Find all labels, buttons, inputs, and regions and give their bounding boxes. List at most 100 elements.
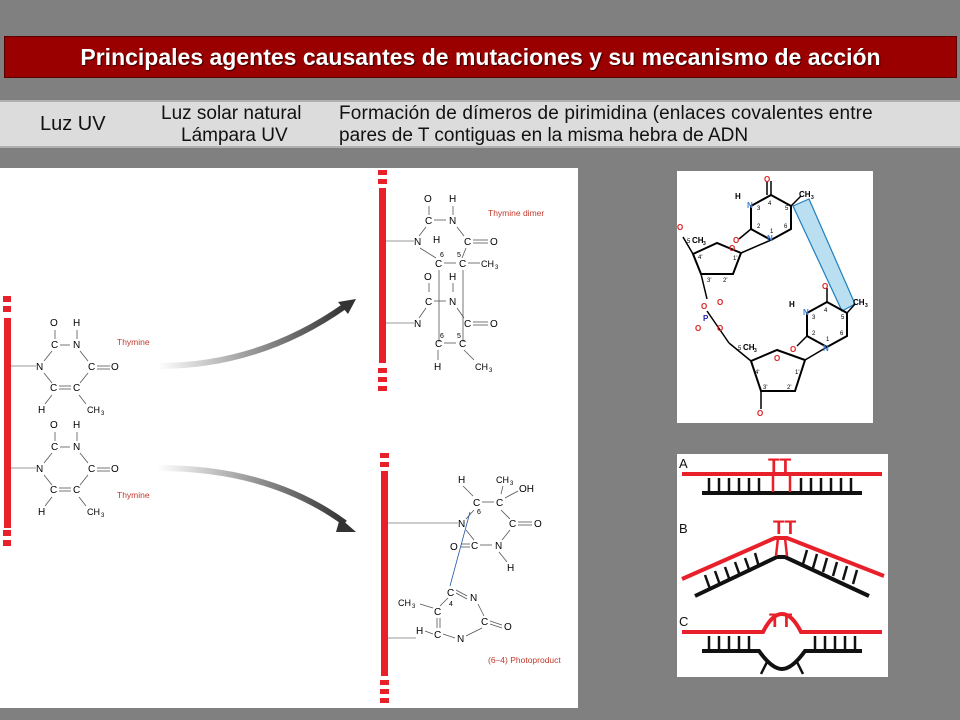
position-5: 5 xyxy=(785,206,789,212)
position-4-prime: 4' xyxy=(755,370,759,376)
thymine-label-2: Thymine xyxy=(117,490,150,500)
atom-h: H xyxy=(38,405,45,416)
position-4-prime: 4' xyxy=(698,255,702,261)
atom-c: C xyxy=(434,607,441,618)
methyl-subscript: 3 xyxy=(510,481,514,487)
atom-c: C xyxy=(481,617,488,628)
atom-n: N xyxy=(823,344,829,353)
position-4: 4 xyxy=(449,601,453,608)
methyl-subscript: 3 xyxy=(101,411,105,417)
atom-n: N xyxy=(747,201,753,210)
atom-n: N xyxy=(36,362,43,373)
methyl-subscript: 3 xyxy=(101,513,105,519)
atom-n: N xyxy=(767,234,773,243)
position-1: 1 xyxy=(826,337,830,343)
position-2-prime: 2' xyxy=(787,385,791,391)
dna-distortion-diagram: A B C TT TT TT xyxy=(679,456,885,675)
phosphorus: P xyxy=(703,314,709,323)
atom-h: H xyxy=(449,272,456,283)
mechanism-line-2: pares de T contiguas en la misma hebra d… xyxy=(339,125,749,146)
methyl-group: CH xyxy=(398,598,411,608)
atom-c: C xyxy=(50,383,57,394)
atom-o: O xyxy=(50,318,58,329)
methyl-subscript: 3 xyxy=(811,195,814,201)
atom-c: C xyxy=(447,588,454,599)
atom-o: O xyxy=(504,622,512,633)
panel-label-b: B xyxy=(679,521,688,536)
info-table: Luz UV Luz solar natural Lámpara UV Form… xyxy=(0,100,960,148)
thymine-dimer-diagram: O H C N N C O C C H CH 3 Thymine O H C N… xyxy=(3,170,561,703)
tt-label-b: TT xyxy=(773,518,797,539)
dimer-structure-panel: O H N N CH 3 O 4 5 3 2 6 1 O O 5 CH 3 4'… xyxy=(677,171,873,423)
atom-h: H xyxy=(73,318,80,329)
atom-o: O xyxy=(757,409,763,418)
atom-c: C xyxy=(73,485,80,496)
methyl-subscript: 3 xyxy=(412,604,416,610)
position-6: 6 xyxy=(477,509,481,516)
atom-h: H xyxy=(735,192,741,201)
atom-o: O xyxy=(717,324,723,333)
position-3-prime: 3' xyxy=(763,385,767,391)
methyl-group: CH xyxy=(87,405,100,415)
source-line-2: Lámpara UV xyxy=(181,125,288,146)
atom-c: C xyxy=(51,340,58,351)
thymine-dimer-label: Thymine dimer xyxy=(488,208,544,218)
methyl-group: CH xyxy=(743,343,755,352)
panel-label-c: C xyxy=(679,614,688,629)
atom-c: C xyxy=(473,498,480,509)
position-2: 2 xyxy=(812,331,816,337)
atom-h: H xyxy=(73,420,80,431)
atom-o: O xyxy=(822,282,828,291)
position-6: 6 xyxy=(784,224,788,230)
tt-label-a: TT xyxy=(768,456,792,477)
position-1-prime: 1' xyxy=(795,370,799,376)
atom-o: O xyxy=(790,345,796,354)
atom-c: C xyxy=(509,519,516,530)
atom-o: O xyxy=(424,272,432,283)
dimer-structure-diagram: O H N N CH 3 O 4 5 3 2 6 1 O O 5 CH 3 4'… xyxy=(677,175,868,418)
atom-o: O xyxy=(717,298,723,307)
atom-o: O xyxy=(111,362,119,373)
atom-c: C xyxy=(435,259,442,270)
position-1-prime: 1' xyxy=(733,256,737,262)
position-6: 6 xyxy=(840,331,844,337)
atom-o: O xyxy=(774,354,780,363)
position-5: 5 xyxy=(687,239,691,245)
atom-c: C xyxy=(88,464,95,475)
atom-h: H xyxy=(789,300,795,309)
source-line-1: Luz solar natural xyxy=(161,103,302,124)
position-5: 5 xyxy=(457,333,461,340)
position-5: 5 xyxy=(457,252,461,259)
position-5: 5 xyxy=(841,315,845,321)
atom-c: C xyxy=(434,630,441,641)
atom-h: H xyxy=(507,563,514,574)
atom-c: C xyxy=(435,339,442,350)
position-3: 3 xyxy=(757,206,761,212)
panel-label-a: A xyxy=(679,456,688,471)
atom-h: H xyxy=(433,235,440,246)
atom-c: C xyxy=(496,498,503,509)
atom-c: C xyxy=(425,297,432,308)
atom-c: C xyxy=(51,442,58,453)
methyl-group: CH xyxy=(692,236,704,245)
title-bar: Principales agentes causantes de mutacio… xyxy=(4,36,957,78)
atom-o: O xyxy=(490,319,498,330)
atom-o: O xyxy=(764,175,770,184)
atom-h: H xyxy=(416,626,423,637)
atom-o: O xyxy=(490,237,498,248)
atom-h: H xyxy=(449,194,456,205)
atom-o: O xyxy=(111,464,119,475)
atom-n: N xyxy=(414,237,421,248)
atom-c: C xyxy=(464,237,471,248)
atom-o: O xyxy=(450,542,458,553)
position-2: 2 xyxy=(757,224,761,230)
atom-c: C xyxy=(459,259,466,270)
agent-cell: Luz UV xyxy=(40,113,106,135)
position-6: 6 xyxy=(440,333,444,340)
atom-n: N xyxy=(73,340,80,351)
methyl-subscript: 3 xyxy=(489,368,493,374)
methyl-subscript: 3 xyxy=(754,348,757,354)
dna-distortion-panel: A B C TT TT TT xyxy=(677,454,888,677)
thymine-dimer-panel: O H C N N C O C C H CH 3 Thymine O H C N… xyxy=(0,168,578,708)
atom-c: C xyxy=(88,362,95,373)
